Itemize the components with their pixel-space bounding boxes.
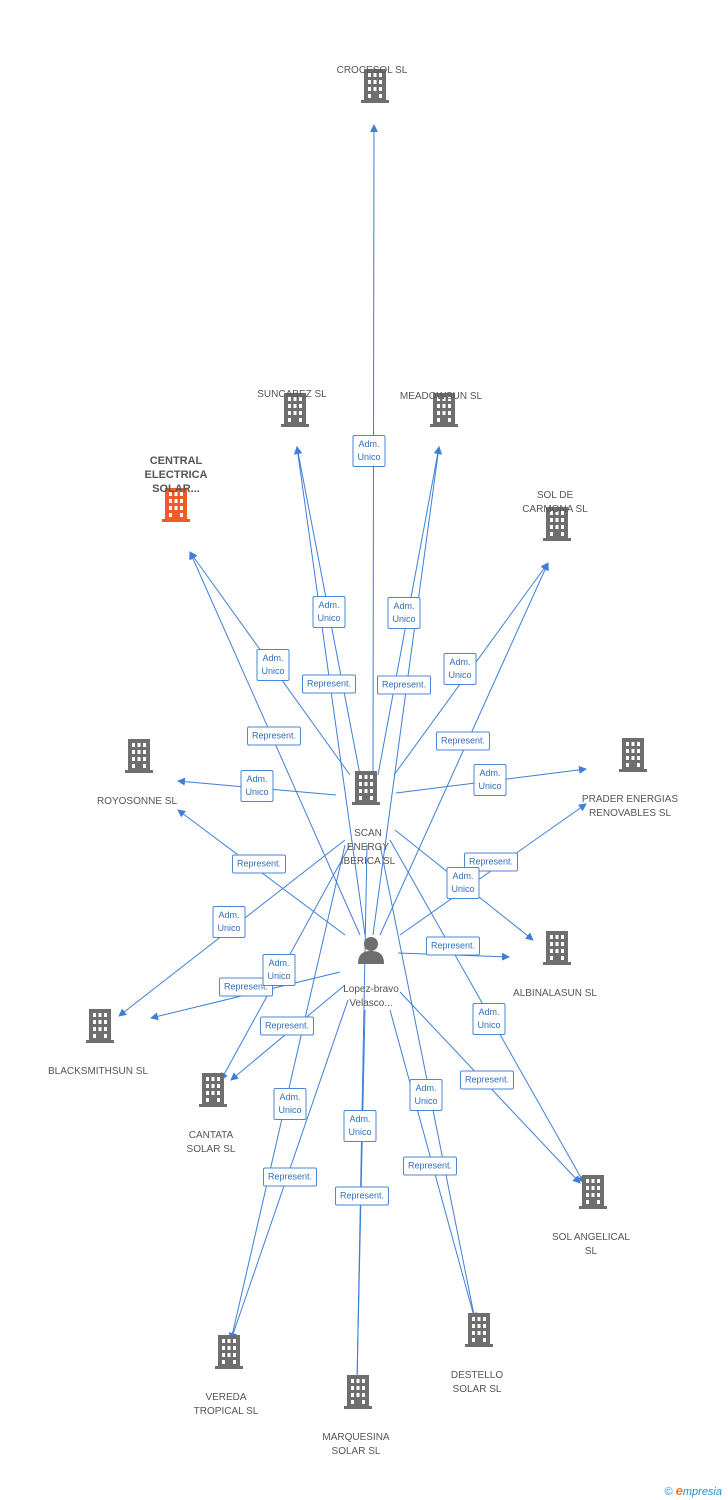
edge-label-scan-solangelical[interactable]: Adm.Unico [472,1003,506,1035]
edge-label-scan-soldecarmona[interactable]: Adm.Unico [443,653,477,685]
building-icon[interactable] [579,1175,607,1209]
edge-label-person-central[interactable]: Represent. [246,726,302,746]
node-label-royosonne[interactable]: ROYOSONNE SL [96,796,178,807]
edge-label-scan-marquesina[interactable]: Adm.Unico [343,1110,377,1142]
brand-logo-e: e [675,1483,683,1498]
node-label-solangelical[interactable]: SOL ANGELICAL SL [552,1232,630,1257]
node-label-albinalasun[interactable]: ALBINALASUN SL [513,988,597,999]
node-label-marquesina[interactable]: MARQUESINA SOLAR SL [322,1432,390,1457]
copyright-symbol: © [664,1486,673,1498]
edge-label-scan-meadowsun[interactable]: Adm.Unico [387,597,421,629]
nodes-layer [86,69,647,1409]
node-label-central[interactable]: CENTRAL ELECTRICA SOLAR... [144,455,208,495]
edge-label-scan-vereda[interactable]: Adm.Unico [273,1088,307,1120]
building-icon[interactable] [199,1073,227,1107]
edge-label-person-solangelical[interactable]: Represent. [459,1070,515,1090]
node-label-blacksmithsun[interactable]: BLACKSMITHSUN SL [47,1066,149,1077]
brand-name: mpresia [682,1486,722,1498]
node-label-scan[interactable]: SCAN ENERGY IBERICA SL [340,828,396,867]
edge-label-person-suncabez[interactable]: Represent. [301,674,357,694]
edge-label-person-vereda[interactable]: Represent. [262,1167,318,1187]
edge-label-scan-central[interactable]: Adm.Unico [256,649,290,681]
building-icon[interactable] [344,1375,372,1409]
edge-label-person-soldecarmona[interactable]: Represent. [435,731,491,751]
edge-label-scan-suncabez[interactable]: Adm.Unico [312,596,346,628]
edge-label-person-prader[interactable]: Represent. [463,852,519,872]
node-label-soldecarmona[interactable]: SOL DE CARMONA SL [522,490,588,515]
building-icon[interactable] [465,1313,493,1347]
edge-label-person-meadowsun[interactable]: Represent. [376,675,432,695]
building-icon[interactable] [619,738,647,772]
edge-label-person-blacksmithsun[interactable]: Represent. [218,977,274,997]
edge-label-person-cantata[interactable]: Represent. [259,1016,315,1036]
edge-label-scan-royosonne[interactable]: Adm.Unico [240,770,274,802]
building-icon[interactable] [352,771,380,805]
node-label-suncabez[interactable]: SUNCABEZ SL [257,389,327,400]
node-label-crocesol[interactable]: CROCESOL SL [336,65,408,76]
edge-label-scan-destello[interactable]: Adm.Unico [409,1079,443,1111]
building-icon[interactable] [215,1335,243,1369]
edge-label-scan-prader[interactable]: Adm.Unico [473,764,507,796]
edge-label-scan-crocesol[interactable]: Adm.Unico [352,435,386,467]
edge-label-person-marquesina[interactable]: Represent. [334,1186,390,1206]
building-icon[interactable] [125,739,153,773]
node-label-destello[interactable]: DESTELLO SOLAR SL [450,1370,504,1395]
node-label-prader[interactable]: PRADER ENERGIAS RENOVABLES SL [581,794,679,819]
node-label-cantata[interactable]: CANTATA SOLAR SL [186,1130,236,1155]
edge-label-scan-cantata[interactable]: Adm.Unico [262,954,296,986]
edge-label-person-albinalasun[interactable]: Represent. [425,936,481,956]
edge-label-person-royosonne[interactable]: Represent. [231,854,287,874]
edge-label-scan-blacksmithsun[interactable]: Adm.Unico [212,906,246,938]
node-label-meadowsun[interactable]: MEADOWSUN SL [399,391,483,402]
node-label-person[interactable]: Lopez-bravo Velasco... [343,984,399,1009]
person-icon[interactable] [358,937,384,964]
building-icon[interactable] [543,931,571,965]
edge-label-scan-albinalasun[interactable]: Adm.Unico [446,867,480,899]
node-label-vereda[interactable]: VEREDA TROPICAL SL [193,1392,259,1417]
footer-brand[interactable]: © empresia [664,1483,722,1498]
building-icon[interactable] [86,1009,114,1043]
edge-label-person-destello[interactable]: Represent. [402,1156,458,1176]
